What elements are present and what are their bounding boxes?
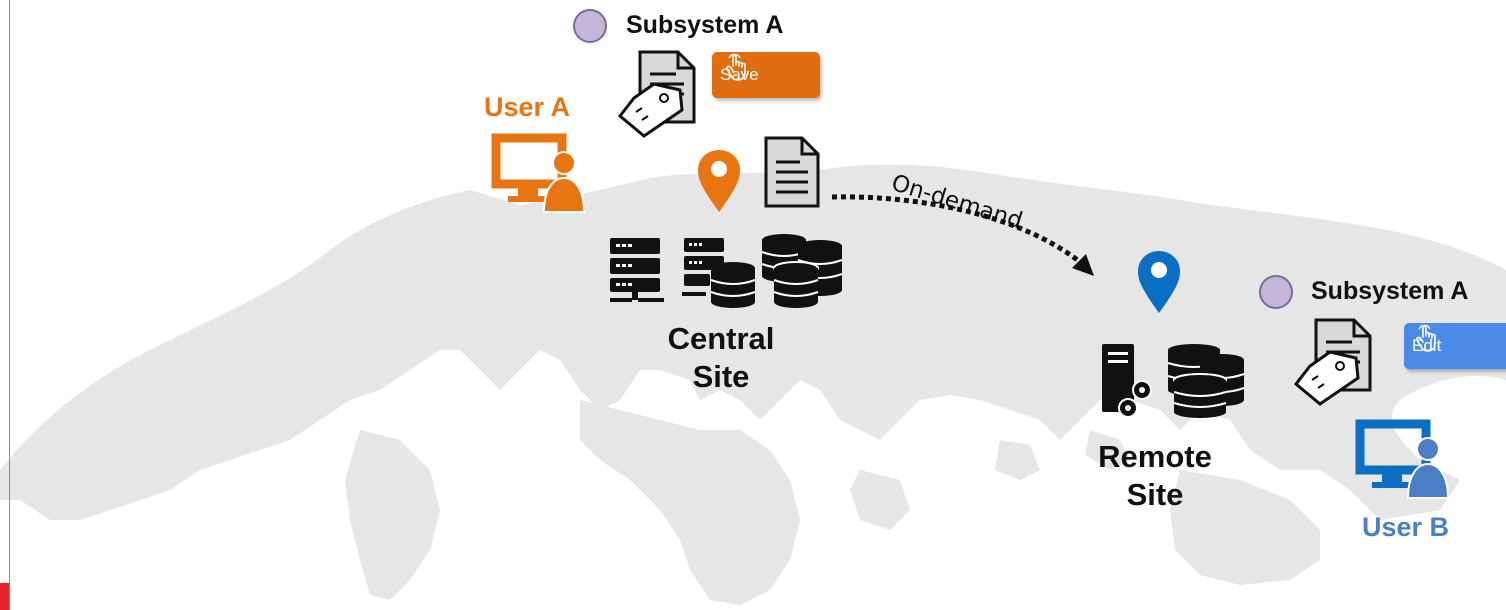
edit-button-label: Edit xyxy=(1412,336,1442,355)
remote-site-line2: Site xyxy=(1126,477,1184,512)
on-demand-arrow xyxy=(831,194,1094,276)
subsystem-left-circle-icon xyxy=(573,9,607,43)
server-settings-icon xyxy=(1102,344,1152,418)
subsystem-left-label: Subsystem A xyxy=(626,11,784,39)
subsystem-right-circle-icon xyxy=(1259,275,1293,309)
hand-pointer-icon xyxy=(726,53,746,81)
user-a-monitor-icon xyxy=(491,133,586,213)
server-with-database-icon xyxy=(682,238,756,308)
user-b-monitor-icon xyxy=(1355,419,1450,499)
edit-button[interactable]: Edit xyxy=(1404,323,1506,369)
remote-site-pin-icon xyxy=(1138,251,1180,313)
central-site-line2: Site xyxy=(692,359,750,394)
tagged-document-icon-right xyxy=(1293,318,1372,406)
central-site-label: Central Site xyxy=(636,320,806,396)
server-rack-icon xyxy=(610,238,664,302)
remote-site-label: Remote Site xyxy=(1072,438,1238,514)
user-a-label: User A xyxy=(484,92,571,122)
user-b-label: User B xyxy=(1362,512,1450,542)
central-site-line1: Central xyxy=(667,321,775,356)
hand-pointer-icon xyxy=(1416,324,1436,352)
left-border xyxy=(0,0,10,610)
database-cluster-icon xyxy=(761,234,843,308)
save-button[interactable]: Save xyxy=(712,52,820,98)
tagged-document-icon-left xyxy=(617,50,696,138)
subsystem-right-label: Subsystem A xyxy=(1311,277,1469,305)
remote-site-line1: Remote xyxy=(1098,439,1212,474)
central-site-pin-icon xyxy=(698,150,740,212)
save-button-label: Save xyxy=(720,65,759,84)
document-icon xyxy=(764,136,820,208)
remote-database-cluster-icon xyxy=(1167,344,1245,418)
